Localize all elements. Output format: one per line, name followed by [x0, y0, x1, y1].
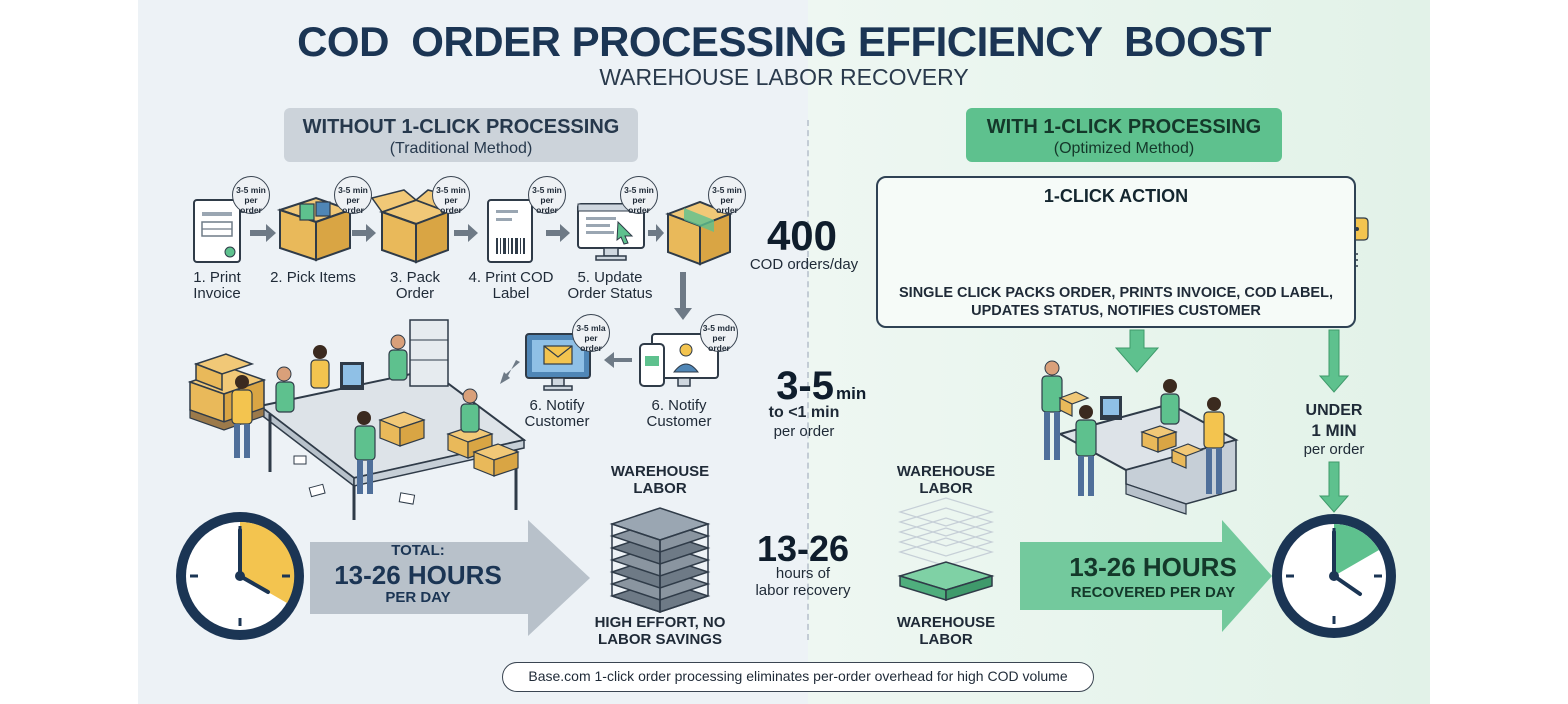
- page-title: COD ORDER PROCESSING EFFICIENCY BOOST: [297, 18, 1271, 65]
- left-total-arrow: [310, 520, 590, 636]
- time-badge: 3-5 min per order: [620, 176, 658, 215]
- time-per-order-value: 3-5: [776, 364, 834, 408]
- green-down-arrows: [1114, 329, 1350, 513]
- left-clock-icon: [176, 512, 304, 640]
- total-per-day: PER DAY: [385, 589, 451, 606]
- orders-per-day-label: COD orders/day: [749, 256, 859, 273]
- time-badge: 3-5 min per order: [334, 176, 372, 215]
- right-recovered-arrow: [1020, 520, 1272, 632]
- time-target: to <1 min: [768, 404, 840, 421]
- one-click-action-description: SINGLE CLICK PACKS ORDER, PRINTS INVOICE…: [899, 285, 1333, 319]
- total-hours-value: 13-26 HOURS: [334, 560, 502, 590]
- step-label-update-status: 5. Update Order Status: [567, 269, 653, 302]
- page-subtitle: WAREHOUSE LABOR RECOVERY: [599, 64, 969, 90]
- time-badge: 3-5 min per order: [232, 176, 270, 215]
- right-header-title: WITH 1-CLICK PROCESSING: [986, 116, 1262, 138]
- green-labor-block-icon: [897, 561, 995, 602]
- warehouse-labor-label-right-bottom: WAREHOUSE LABOR: [896, 614, 996, 648]
- time-badge: 3-5 min per order: [432, 176, 470, 215]
- time-per-order-unit: min: [836, 384, 867, 403]
- left-section-header: WITHOUT 1-CLICK PROCESSING (Traditional …: [284, 108, 638, 162]
- high-effort-note: HIGH EFFORT, NO LABOR SAVINGS: [594, 614, 726, 648]
- total-label: TOTAL:: [391, 542, 445, 559]
- pick-items-box-icon: [276, 196, 354, 262]
- warehouse-workers-scene: [187, 319, 527, 520]
- left-header-subtitle: (Traditional Method): [389, 140, 533, 157]
- notify-email-monitor-icon: [525, 333, 591, 391]
- step-label-print-invoice: 1. Print Invoice: [193, 269, 241, 302]
- one-click-action-title: 1-CLICK ACTION: [1043, 186, 1189, 206]
- optimized-workers-scene: [1041, 360, 1239, 515]
- under-per-order: per order: [1303, 441, 1365, 458]
- right-header-subtitle: (Optimized Method): [1053, 140, 1195, 157]
- under-label: UNDER: [1305, 402, 1363, 419]
- labor-recovery-label: labor recovery: [755, 582, 851, 599]
- time-per-order-note: per order: [773, 423, 835, 440]
- time-badge: 3-5 mla per order: [572, 314, 610, 353]
- light-labor-stack-icon: [897, 497, 995, 567]
- sealed-box-icon: [665, 200, 733, 266]
- time-badge: 3-5 mdn per order: [700, 314, 738, 353]
- labor-recovery-value: 13-26: [756, 528, 850, 569]
- time-badge: 3-5 min per order: [708, 176, 746, 215]
- step-label-pack-order: 3. Pack Order: [389, 269, 441, 302]
- left-header-title: WITHOUT 1-CLICK PROCESSING: [302, 116, 620, 138]
- labor-recovery-label: hours of: [775, 565, 831, 582]
- notify-phone-monitor-icon: [639, 333, 719, 387]
- footer-note: Base.com 1-click order processing elimin…: [502, 662, 1094, 692]
- time-badge: 3-5 min per order: [528, 176, 566, 215]
- step-arrows: [250, 224, 692, 384]
- one-click-action-box: [876, 176, 1356, 328]
- right-clock-icon: [1272, 514, 1396, 638]
- heavy-labor-stack-icon: [609, 507, 711, 614]
- recovered-hours-value: 13-26 HOURS: [1069, 552, 1237, 582]
- cod-label-icon: [487, 199, 533, 263]
- warehouse-labor-label-left: WAREHOUSE LABOR: [610, 463, 710, 497]
- step-label-notify-customer: 6. Notify Customer: [646, 397, 712, 430]
- step-label-print-cod-label: 4. Print COD Label: [468, 269, 554, 302]
- orders-per-day-value: 400: [766, 212, 838, 259]
- right-section-header: WITH 1-CLICK PROCESSING (Optimized Metho…: [966, 108, 1282, 162]
- center-divider: [807, 120, 809, 640]
- under-one-min: 1 MIN: [1311, 421, 1357, 440]
- step-label-notify-customer: 6. Notify Customer: [524, 397, 590, 430]
- step-label-pick-items: 2. Pick Items: [270, 269, 356, 286]
- recovered-per-day-label: RECOVERED PER DAY: [1070, 584, 1236, 601]
- warehouse-labor-label-right-top: WAREHOUSE LABOR: [896, 463, 996, 497]
- update-status-monitor-icon: [577, 203, 645, 261]
- invoice-icon: [193, 199, 241, 263]
